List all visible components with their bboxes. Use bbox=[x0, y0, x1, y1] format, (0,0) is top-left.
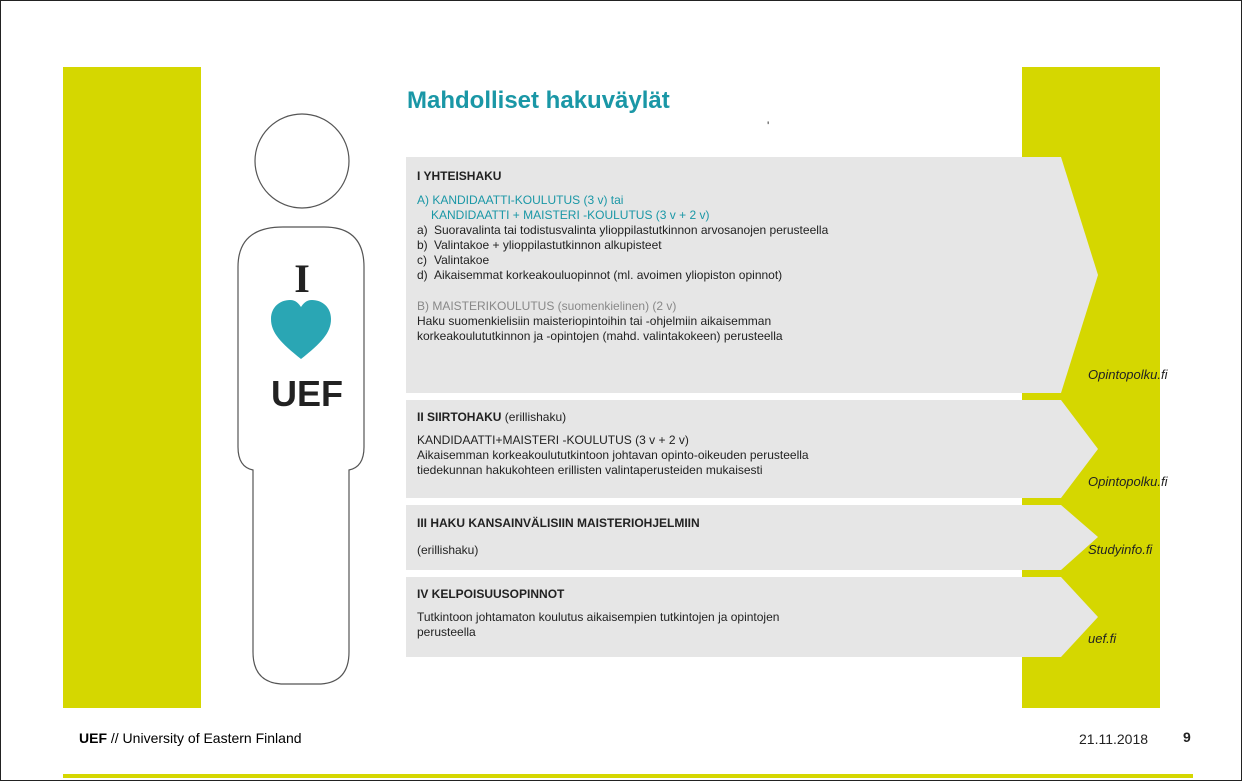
panel-arrow-shape bbox=[406, 577, 1098, 657]
link-uef[interactable]: uef.fi bbox=[1088, 631, 1117, 646]
panel-title: I YHTEISHAKU bbox=[417, 169, 502, 183]
footer-accent-bar bbox=[63, 774, 1193, 778]
page-number: 9 bbox=[1183, 729, 1191, 745]
section-b-text: Haku suomenkielisiin maisteriopintoihin … bbox=[417, 314, 783, 343]
panel-text: Tutkintoon johtamaton koulutus aikaisemp… bbox=[417, 610, 780, 639]
panel-title: III HAKU KANSAINVÄLISIIN MAISTERIOHJELMI… bbox=[417, 516, 700, 530]
left-accent-band bbox=[63, 67, 201, 708]
stray-mark: ' bbox=[767, 119, 770, 133]
badge-uef: UEF bbox=[271, 373, 343, 414]
panel-arrow-shape bbox=[406, 400, 1098, 498]
person-silhouette-icon bbox=[237, 113, 365, 685]
page-title: Mahdolliset hakuväylät bbox=[407, 87, 670, 114]
slide-image: I UEF Mahdolliset hakuväylät ' I YHTEISH… bbox=[201, 67, 1168, 708]
section-a-line1: A) KANDIDAATTI-KOULUTUS (3 v) tai bbox=[417, 193, 624, 207]
panel-arrow-shape bbox=[406, 505, 1098, 570]
panel-line: KANDIDAATTI+MAISTERI -KOULUTUS (3 v + 2 … bbox=[417, 433, 689, 447]
footer-date: 21.11.2018 bbox=[1079, 731, 1149, 747]
heart-icon bbox=[271, 300, 331, 359]
link-opintopolku[interactable]: Opintopolku.fi bbox=[1088, 367, 1168, 382]
list-item: b)Valintakoe + ylioppilastutkinnon alkup… bbox=[417, 238, 662, 252]
panel-text: (erillishaku) bbox=[417, 543, 479, 557]
badge-i-letter: I bbox=[294, 256, 310, 301]
section-a-line2: KANDIDAATTI + MAISTERI -KOULUTUS (3 v + … bbox=[431, 208, 710, 222]
footer-organization: UEF // University of Eastern Finland bbox=[79, 730, 302, 746]
list-item: c)Valintakoe bbox=[417, 253, 490, 267]
link-studyinfo[interactable]: Studyinfo.fi bbox=[1088, 542, 1153, 557]
list-item: a)Suoravalinta tai todistusvalinta yliop… bbox=[417, 223, 829, 237]
panel-arrow-shape bbox=[406, 157, 1098, 393]
panel-text: Aikaisemman korkeakoulututkintoon johtav… bbox=[417, 448, 809, 477]
panel-title: IV KELPOISUUSOPINNOT bbox=[417, 587, 565, 601]
panel-title-suffix: (erillishaku) bbox=[504, 410, 567, 424]
section-b-title: B) MAISTERIKOULUTUS (suomenkielinen) (2 … bbox=[417, 299, 677, 313]
list-item: d)Aikaisemmat korkeakouluopinnot (ml. av… bbox=[417, 268, 783, 282]
link-opintopolku[interactable]: Opintopolku.fi bbox=[1088, 474, 1168, 489]
panel-title: II SIIRTOHAKU bbox=[417, 410, 502, 424]
